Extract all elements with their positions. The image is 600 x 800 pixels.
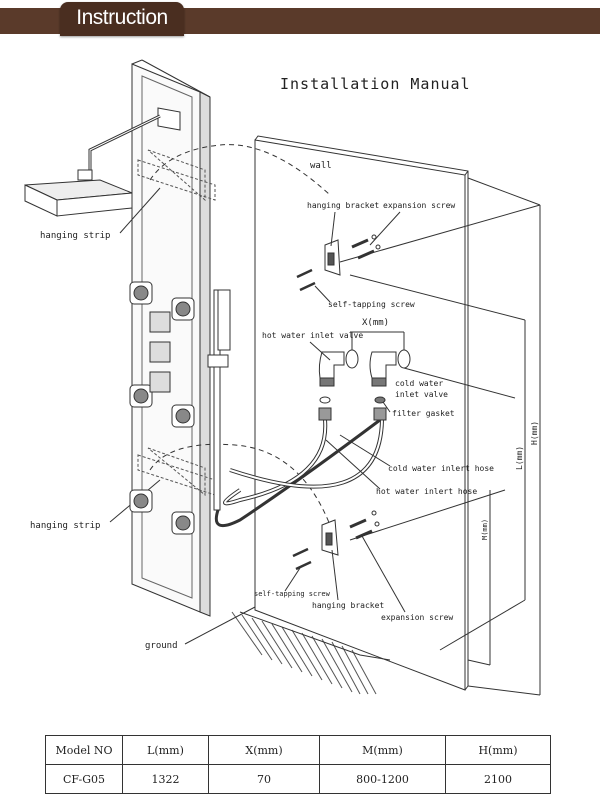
cell-h: 2100 (445, 764, 551, 794)
body-jets (129, 281, 195, 535)
header-m: M(mm) (319, 735, 446, 765)
hanging-strip-bottom-label: hanging strip (30, 521, 100, 531)
table-row: CF-G05 1322 70 800-1200 2100 (45, 764, 551, 794)
cell-x: 70 (208, 764, 320, 794)
wall-label: wall (310, 161, 332, 171)
self-tapping-screw-bottom-label: self-tapping screw (254, 590, 331, 598)
cell-m: 800-1200 (319, 764, 446, 794)
expansion-screw-top-leader (369, 211, 401, 246)
hot-valve-leader (309, 341, 331, 361)
ground-label: ground (145, 641, 178, 651)
hand-shower-hose (214, 418, 381, 528)
hanging-strip-top-leader (119, 187, 161, 234)
hot-water-inlet-valve-label: hot water inlet valve (262, 331, 363, 340)
self-tapping-screw-bottom-leader (284, 567, 301, 592)
ground-hatching (231, 611, 377, 695)
self-tapping-screw-top-leader (314, 285, 331, 303)
x-mm-label: X(mm) (362, 318, 389, 328)
cold-water-inlet-valve-label-2: inlet valve (395, 390, 448, 399)
dashed-arc-bottom (149, 443, 331, 526)
hanging-bracket-top-label: hanging bracket (307, 201, 379, 210)
header-model-no: Model NO (45, 735, 123, 765)
expansion-screw-top-label: expansion screw (383, 201, 455, 210)
expansion-screws-bottom (349, 510, 380, 540)
self-tapping-screw-top-label: self-tapping screw (328, 300, 415, 309)
spec-table: Model NO L(mm) X(mm) M(mm) H(mm) CF-G05 … (45, 735, 551, 794)
filter-gasket-label: filter gasket (392, 409, 455, 418)
wall (254, 135, 469, 691)
hanging-bracket-bottom (321, 519, 339, 556)
diagram-title: Installation Manual (280, 75, 471, 93)
l-mm-label: L(mm) (515, 446, 524, 470)
filter-gasket-leader (382, 401, 391, 413)
hot-hose-leader (325, 439, 381, 490)
hanging-bracket-bottom-leader (331, 549, 339, 601)
expansion-screws-top (351, 234, 381, 260)
hot-water-inlet-valve (318, 349, 359, 387)
shower-panel (131, 59, 211, 617)
hanging-strip-top-label: hanging strip (40, 231, 110, 241)
instruction-tab: Instruction (60, 2, 184, 36)
header-x: X(mm) (208, 735, 320, 765)
hanging-bracket-top (324, 239, 341, 276)
expansion-screw-bottom-label: expansion screw (381, 613, 453, 622)
cell-l: 1322 (122, 764, 209, 794)
cold-water-inlet-hose-label: cold water inlert hose (388, 464, 494, 473)
cold-water-inlet-valve (369, 349, 411, 387)
control-knobs (149, 311, 171, 393)
hot-water-inlet-hose-label: hot water inlert hose (376, 487, 477, 496)
cold-hose-leader (339, 434, 391, 467)
self-tapping-screws-top (296, 268, 316, 292)
filter-gaskets (318, 396, 387, 421)
expansion-screw-bottom-leader (361, 535, 406, 613)
hand-shower (207, 289, 231, 511)
dimension-lines (339, 177, 541, 696)
shower-head (24, 107, 181, 217)
hanging-bracket-top-leader (330, 211, 336, 247)
installation-diagram: Installation Manual wall ground (24, 59, 541, 696)
instruction-tab-label: Instruction (76, 6, 168, 29)
dashed-arc-top (149, 144, 331, 196)
h-mm-label: H(mm) (530, 421, 539, 445)
ground-line (239, 611, 391, 661)
spec-table-header-row: Model NO L(mm) X(mm) M(mm) H(mm) (45, 735, 551, 765)
cold-water-inlet-valve-label-1: cold water (395, 379, 443, 388)
ground-leader (184, 606, 256, 645)
header-l: L(mm) (122, 735, 209, 765)
m-mm-label: M(mm) (481, 519, 489, 540)
cell-model-no: CF-G05 (45, 764, 123, 794)
hanging-bracket-bottom-label: hanging bracket (312, 601, 384, 610)
header-h: H(mm) (445, 735, 551, 765)
hanging-strip-top (137, 149, 216, 202)
self-tapping-screws-bottom (292, 547, 312, 571)
